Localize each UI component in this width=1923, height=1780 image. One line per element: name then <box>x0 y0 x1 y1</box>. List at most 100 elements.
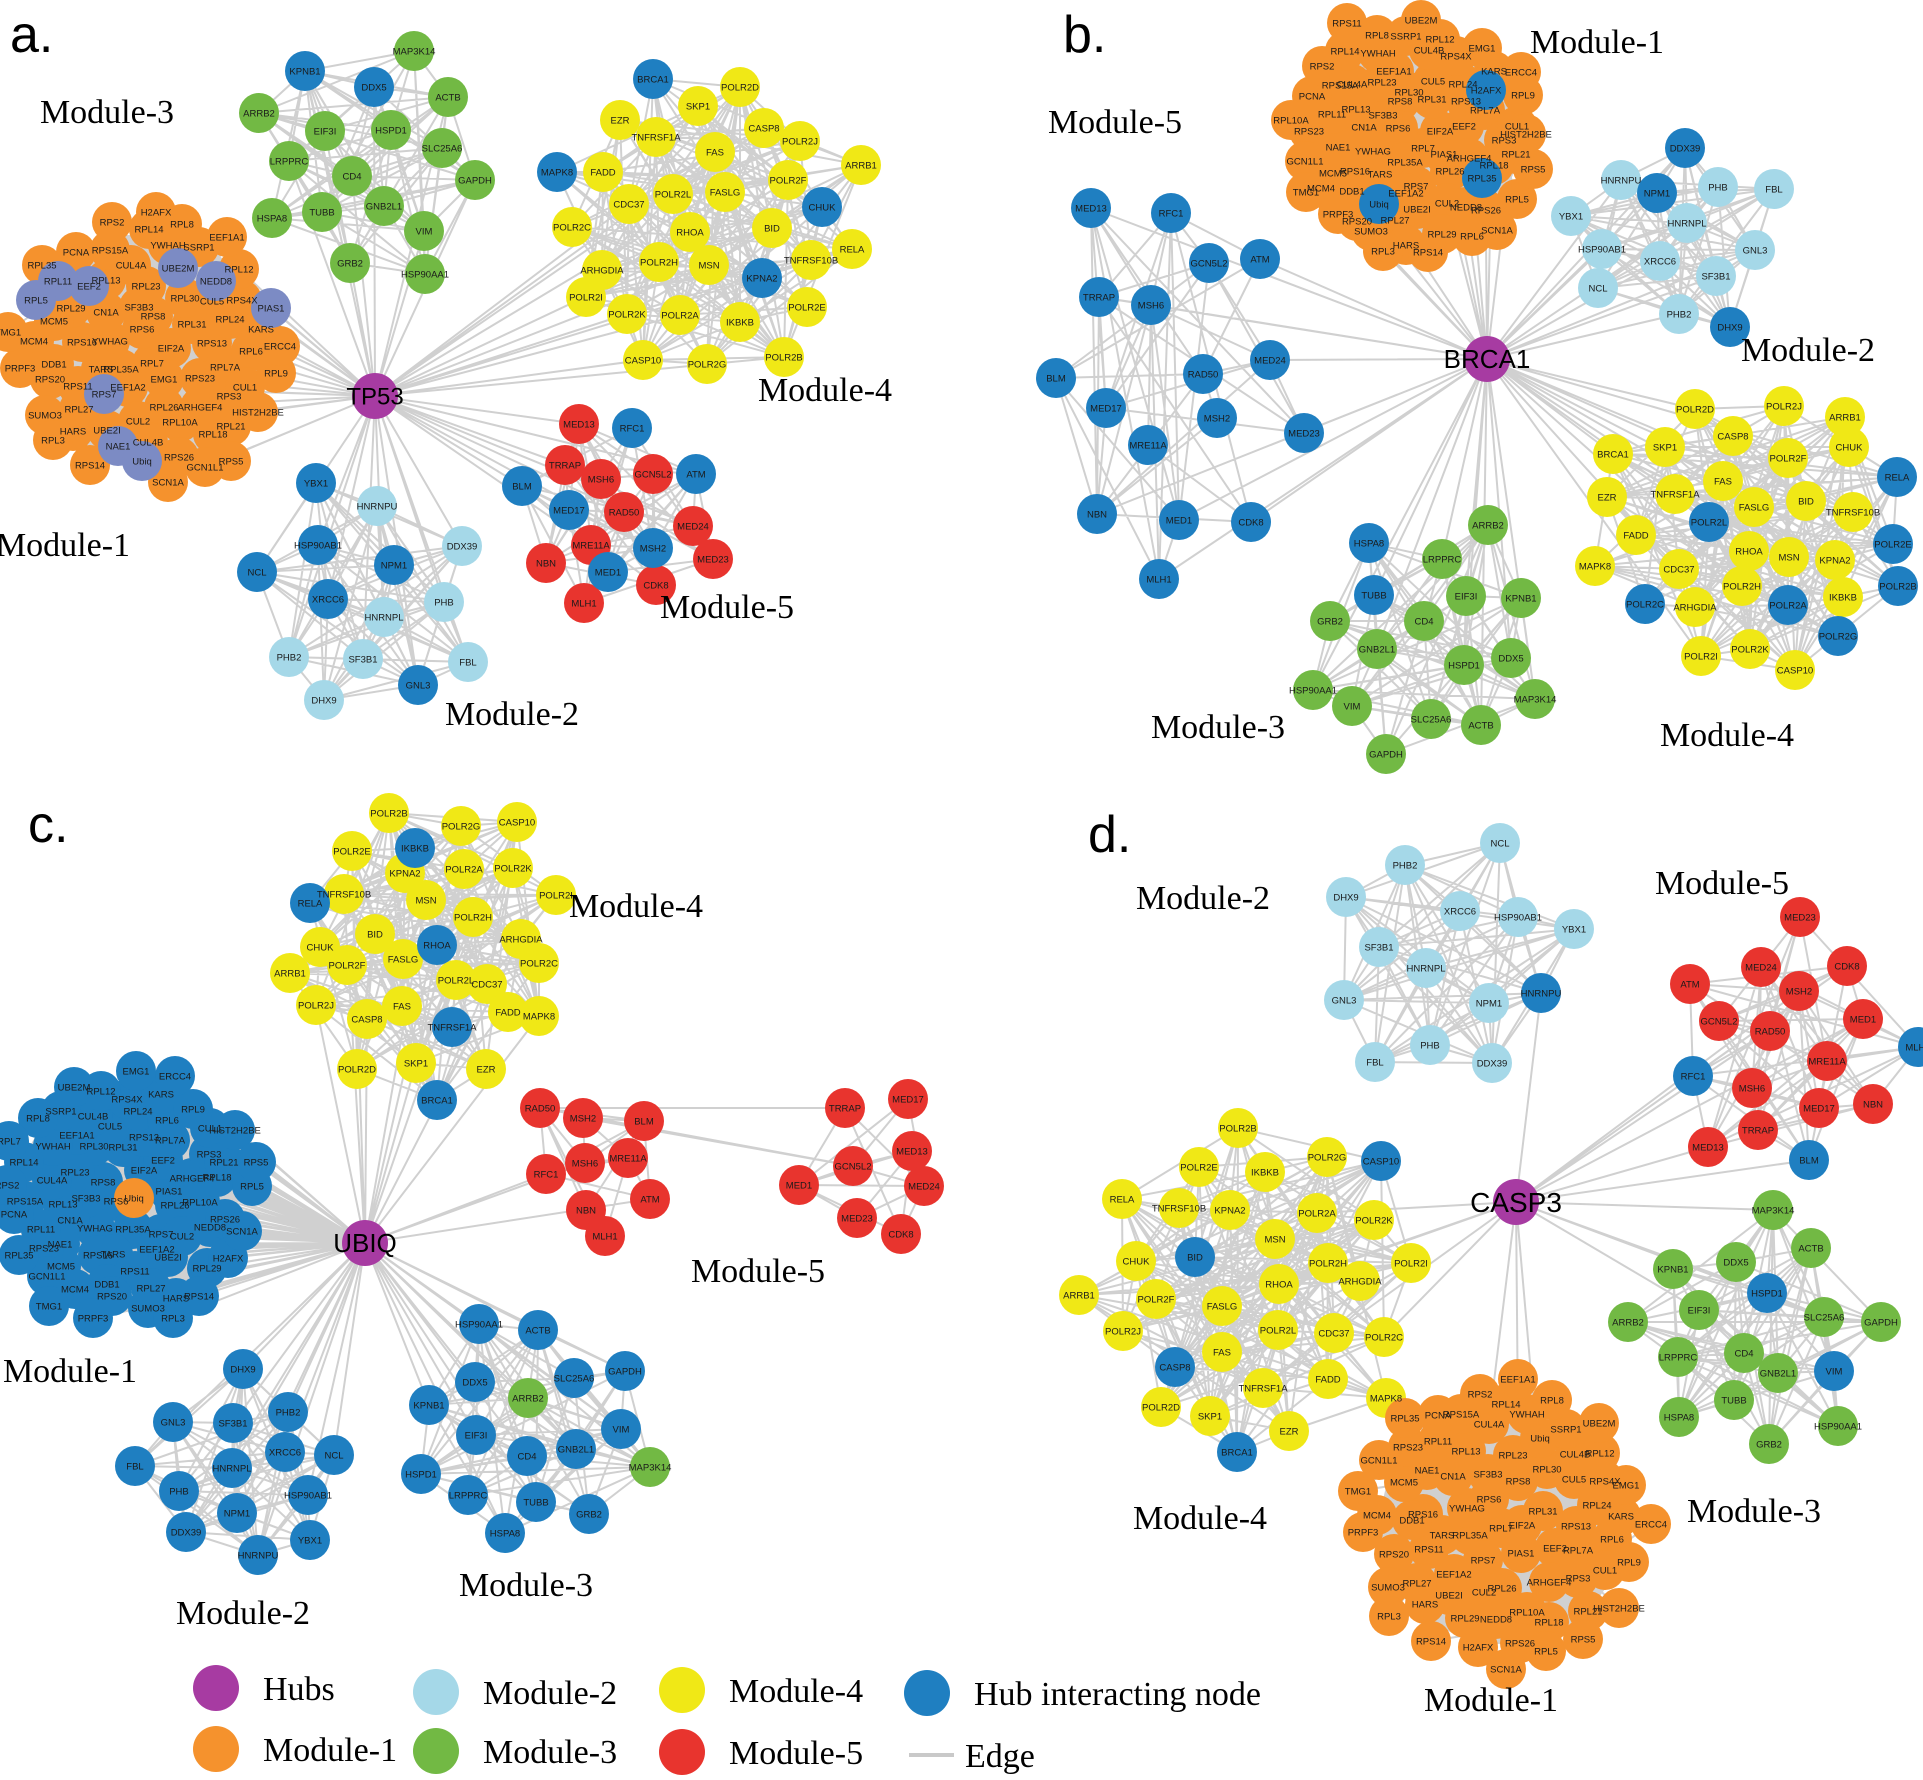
svg-text:RPS14: RPS14 <box>1416 1636 1446 1647</box>
svg-text:POLR2J: POLR2J <box>782 136 818 147</box>
svg-text:RPL30: RPL30 <box>1532 1464 1561 1475</box>
svg-text:RPL23: RPL23 <box>131 281 160 292</box>
svg-text:RPL35A: RPL35A <box>1452 1530 1488 1541</box>
svg-text:MED1: MED1 <box>1166 515 1192 526</box>
svg-text:RPS20: RPS20 <box>97 1291 127 1302</box>
svg-text:SUMO3: SUMO3 <box>1371 1582 1405 1593</box>
svg-text:TMG1: TMG1 <box>1345 1486 1371 1497</box>
svg-text:HIST2H2BE: HIST2H2BE <box>232 407 284 418</box>
svg-text:Module-1: Module-1 <box>1530 24 1664 61</box>
svg-text:ERCC4: ERCC4 <box>1635 1519 1667 1530</box>
svg-text:RAD50: RAD50 <box>1188 369 1219 380</box>
svg-text:KPNB1: KPNB1 <box>1657 1264 1688 1275</box>
svg-text:EEF1A2: EEF1A2 <box>1436 1569 1471 1580</box>
svg-text:RPL29: RPL29 <box>192 1263 221 1274</box>
svg-text:GCN5L2: GCN5L2 <box>635 469 672 480</box>
svg-text:RPL7: RPL7 <box>1489 1523 1513 1534</box>
svg-text:MAPK8: MAPK8 <box>1370 1393 1402 1404</box>
svg-text:FADD: FADD <box>1315 1374 1340 1385</box>
svg-text:RPL35A: RPL35A <box>1387 157 1423 168</box>
svg-text:TRRAP: TRRAP <box>1083 292 1115 303</box>
svg-text:NPM1: NPM1 <box>1644 188 1670 199</box>
svg-text:RPL26: RPL26 <box>160 1200 189 1211</box>
svg-text:HNRNPL: HNRNPL <box>212 1463 251 1474</box>
svg-text:RPL21: RPL21 <box>209 1157 238 1168</box>
svg-text:H2AFX: H2AFX <box>213 1253 244 1264</box>
svg-text:SF3B1: SF3B1 <box>218 1418 247 1429</box>
svg-text:RPS4X: RPS4X <box>1440 51 1472 62</box>
svg-text:CN1A: CN1A <box>1440 1471 1466 1482</box>
svg-text:IKBKB: IKBKB <box>726 317 754 328</box>
svg-text:RPS4X: RPS4X <box>1589 1476 1621 1487</box>
svg-text:SSRP1: SSRP1 <box>45 1106 76 1117</box>
svg-text:HSP90AA1: HSP90AA1 <box>1289 685 1337 696</box>
svg-text:HSP90AB1: HSP90AB1 <box>1578 244 1626 255</box>
svg-text:EZR: EZR <box>1598 492 1617 503</box>
svg-text:KPNB1: KPNB1 <box>413 1400 444 1411</box>
svg-text:PHB2: PHB2 <box>276 1407 301 1418</box>
svg-text:ERCC4: ERCC4 <box>264 341 296 352</box>
svg-text:SKP1: SKP1 <box>1653 442 1677 453</box>
svg-text:RPS11: RPS11 <box>1414 1544 1443 1555</box>
svg-text:RPL27: RPL27 <box>64 404 93 415</box>
svg-text:RPS20: RPS20 <box>35 374 65 385</box>
svg-text:POLR2H: POLR2H <box>454 912 492 923</box>
svg-text:PCNA: PCNA <box>1299 91 1326 102</box>
svg-text:POLR2L: POLR2L <box>1260 1325 1296 1336</box>
svg-text:RPL21: RPL21 <box>1573 1606 1602 1617</box>
svg-text:CHUK: CHUK <box>809 202 837 213</box>
svg-text:TNFRSF1A: TNFRSF1A <box>631 132 681 143</box>
svg-text:IKBKB: IKBKB <box>1251 1167 1279 1178</box>
svg-text:RPL10A: RPL10A <box>162 417 198 428</box>
svg-text:Module-5: Module-5 <box>691 1253 825 1290</box>
svg-text:FAS: FAS <box>1213 1347 1231 1358</box>
svg-text:EIF3I: EIF3I <box>1688 1305 1711 1316</box>
svg-text:CUL4A: CUL4A <box>1337 79 1368 90</box>
svg-text:CASP8: CASP8 <box>1159 1362 1190 1373</box>
svg-text:Module-2: Module-2 <box>483 1675 617 1712</box>
svg-text:RPL26: RPL26 <box>1435 166 1464 177</box>
svg-text:Module-3: Module-3 <box>1151 709 1285 746</box>
svg-text:KPNB1: KPNB1 <box>1505 593 1536 604</box>
svg-text:RPL13: RPL13 <box>1341 104 1370 115</box>
svg-text:FADD: FADD <box>590 167 615 178</box>
svg-text:ARRB1: ARRB1 <box>1829 412 1861 423</box>
svg-text:HARS: HARS <box>60 426 86 437</box>
svg-text:DDX5: DDX5 <box>1723 1257 1748 1268</box>
svg-text:RPS3: RPS3 <box>197 1149 222 1160</box>
svg-text:CASP8: CASP8 <box>1717 431 1748 442</box>
svg-text:MED17: MED17 <box>1090 403 1122 414</box>
svg-text:RPS6: RPS6 <box>1477 1494 1502 1505</box>
svg-text:Module-2: Module-2 <box>176 1595 310 1632</box>
svg-text:HNRNPU: HNRNPU <box>1601 175 1642 186</box>
svg-text:RPL8: RPL8 <box>26 1113 50 1124</box>
svg-text:TARS: TARS <box>1368 169 1393 180</box>
svg-text:XRCC6: XRCC6 <box>1444 906 1476 917</box>
svg-text:HSP90AB1: HSP90AB1 <box>294 540 342 551</box>
svg-text:POLR2K: POLR2K <box>608 309 646 320</box>
svg-text:TARS: TARS <box>1430 1530 1455 1541</box>
svg-text:CUL1: CUL1 <box>198 1123 222 1134</box>
svg-text:RPL27: RPL27 <box>136 1283 165 1294</box>
svg-text:Module-3: Module-3 <box>459 1567 593 1604</box>
svg-text:POLR2I: POLR2I <box>569 292 603 303</box>
svg-text:NPM1: NPM1 <box>381 560 407 571</box>
svg-text:CASP10: CASP10 <box>499 817 535 828</box>
svg-text:RPL11: RPL11 <box>1318 109 1346 120</box>
svg-text:YWHAH: YWHAH <box>1360 48 1396 59</box>
svg-text:POLR2D: POLR2D <box>338 1064 376 1075</box>
svg-text:MSH6: MSH6 <box>572 1158 598 1169</box>
svg-text:SF3B3: SF3B3 <box>1473 1469 1502 1480</box>
svg-text:ATM: ATM <box>1680 979 1699 990</box>
svg-text:SCN1A: SCN1A <box>1490 1664 1522 1675</box>
svg-text:ATM: ATM <box>686 469 705 480</box>
svg-text:EEF2: EEF2 <box>151 1155 175 1166</box>
svg-text:RPL29: RPL29 <box>56 303 85 314</box>
svg-text:CUL4A: CUL4A <box>37 1175 68 1186</box>
svg-text:GNL3: GNL3 <box>1743 245 1768 256</box>
svg-text:RPL3: RPL3 <box>161 1313 185 1324</box>
svg-text:ERCC4: ERCC4 <box>159 1071 191 1082</box>
svg-text:SF3B1: SF3B1 <box>1701 271 1730 282</box>
svg-text:SSRP1: SSRP1 <box>1390 31 1421 42</box>
svg-text:RPS5: RPS5 <box>1571 1634 1596 1645</box>
